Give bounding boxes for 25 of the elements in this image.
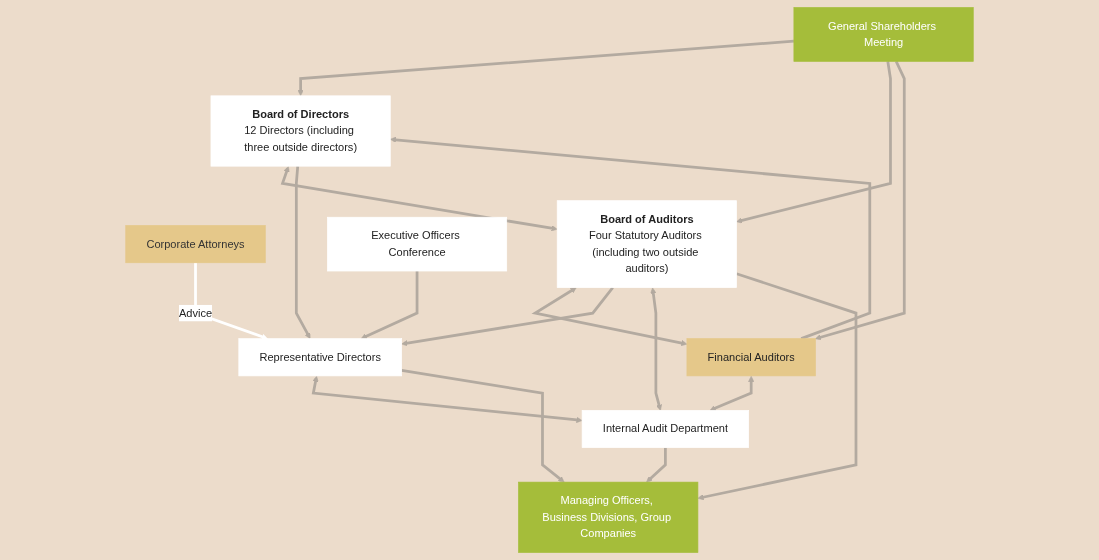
- arrow: [401, 369, 565, 483]
- node-box: Board of Auditors Four Statutory Auditors (including two outside auditors): [556, 200, 737, 288]
- arrow: [401, 286, 614, 347]
- arrow: [736, 61, 892, 224]
- node-box: Representative Directors: [238, 338, 402, 377]
- node-box: Board of Directors 12 Directors (including three outside directors): [210, 95, 391, 167]
- node-box: Executive Officers Conference: [327, 216, 508, 272]
- arrow: [311, 375, 583, 423]
- node-box: Managing Officers, Business Divisions, Group Companies: [518, 481, 699, 553]
- arrow: [650, 287, 662, 411]
- arrow: [294, 166, 311, 339]
- arrow: [815, 60, 906, 341]
- node-box: General Shareholders Meeting: [793, 7, 974, 62]
- arrow: [390, 136, 872, 340]
- arrow: [531, 287, 688, 346]
- arrow: [297, 39, 794, 97]
- arrow: [360, 271, 419, 340]
- node-box: Corporate Attorneys: [125, 225, 266, 264]
- arrow: [646, 447, 667, 483]
- arrow: [709, 375, 755, 412]
- arrow: [697, 272, 858, 501]
- node-box: Internal Audit Department: [581, 410, 749, 448]
- arrow: [280, 166, 558, 232]
- node-box: Financial Auditors: [686, 338, 816, 377]
- edge-label: Advice: [178, 306, 213, 319]
